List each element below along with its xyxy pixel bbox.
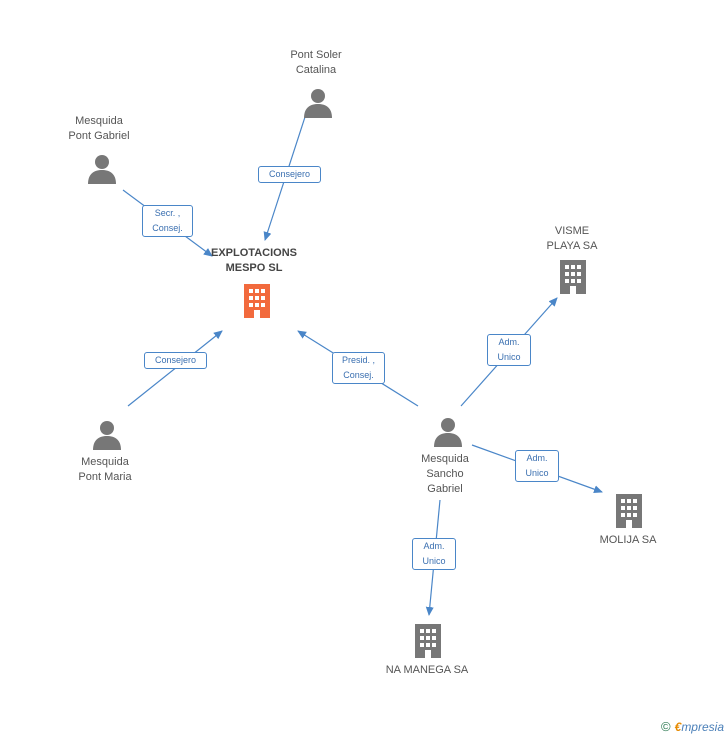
person-icon[interactable]	[303, 88, 333, 118]
edge-label-line2: Unico	[422, 556, 446, 566]
edge-label-line1: Adm.	[526, 453, 548, 463]
person-pont-soler-catalina-line1: Pont Soler	[290, 49, 342, 61]
edge-label-presid-consej-sancho[interactable]: Presid. , Consej.	[332, 352, 385, 384]
person-icon[interactable]	[87, 154, 117, 184]
brand-first-letter: €	[674, 720, 682, 734]
edge-label-line2: Unico	[525, 468, 549, 478]
company-na-manega-line1: NA MANEGA SA	[385, 664, 469, 676]
person-mesquida-sancho-gabriel-label: Mesquida Sancho Gabriel	[395, 452, 495, 497]
edge-label-adm-unico-visme[interactable]: Adm. Unico	[487, 334, 531, 366]
person-mesquida-pont-maria-label: Mesquida Pont Maria	[55, 455, 155, 485]
person-pont-soler-catalina-label: Pont Soler Catalina	[266, 48, 366, 78]
company-visme-playa-line1: VISME	[554, 225, 590, 237]
edge-label-line2: Consej.	[343, 370, 374, 380]
building-icon[interactable]	[413, 624, 443, 658]
edge-label-line2: Unico	[497, 352, 521, 362]
edge-label-line1: Adm.	[423, 541, 445, 551]
edge-label-secr-consej-gabriel[interactable]: Secr. , Consej.	[142, 205, 193, 237]
center-company-name: EXPLOTACIONS MESPO SL	[196, 246, 312, 276]
edge-label-line1: Adm.	[498, 337, 520, 347]
edge-label-line1: Consejero	[268, 169, 311, 179]
copyright-icon: ©	[661, 719, 671, 734]
edge-label-line1: Consejero	[154, 355, 197, 365]
building-icon[interactable]	[614, 494, 644, 528]
edge-label-consejero-maria[interactable]: Consejero	[144, 352, 207, 369]
person-mesquida-pont-gabriel-label: Mesquida Pont Gabriel	[49, 114, 149, 144]
company-molija-label: MOLIJA SA	[578, 533, 678, 548]
person-mesquida-sancho-gabriel-line2: Sancho	[426, 468, 464, 480]
edge-label-consejero-pont-soler[interactable]: Consejero	[258, 166, 321, 183]
company-na-manega-label: NA MANEGA SA	[367, 663, 487, 678]
empresia-brand[interactable]: ©€mpresia	[661, 719, 724, 734]
person-mesquida-sancho-gabriel-line1: Mesquida	[421, 453, 469, 465]
company-visme-playa-line2: PLAYA SA	[546, 240, 598, 252]
building-icon[interactable]	[558, 260, 588, 294]
company-molija-line1: MOLIJA SA	[599, 534, 657, 546]
company-visme-playa-label: VISME PLAYA SA	[522, 224, 622, 254]
building-icon[interactable]	[242, 284, 272, 318]
person-mesquida-pont-gabriel-line2: Pont Gabriel	[68, 130, 130, 142]
person-pont-soler-catalina-line2: Catalina	[295, 64, 337, 76]
center-company-name-line1: EXPLOTACIONS	[211, 247, 297, 259]
person-icon[interactable]	[92, 420, 122, 450]
person-icon[interactable]	[433, 417, 463, 447]
edge-label-line1: Secr. ,	[154, 208, 181, 218]
brand-name-rest: mpresia	[681, 720, 724, 734]
edge-label-adm-unico-manega[interactable]: Adm. Unico	[412, 538, 456, 570]
center-company-name-line2: MESPO SL	[225, 262, 283, 274]
person-mesquida-sancho-gabriel-line3: Gabriel	[427, 483, 463, 495]
person-mesquida-pont-gabriel-line1: Mesquida	[75, 115, 123, 127]
person-mesquida-pont-maria-line1: Mesquida	[81, 456, 129, 468]
person-mesquida-pont-maria-line2: Pont Maria	[78, 471, 132, 483]
edge-label-line2: Consej.	[152, 223, 183, 233]
edge-label-adm-unico-molija[interactable]: Adm. Unico	[515, 450, 559, 482]
edge-label-line1: Presid. ,	[341, 355, 375, 365]
